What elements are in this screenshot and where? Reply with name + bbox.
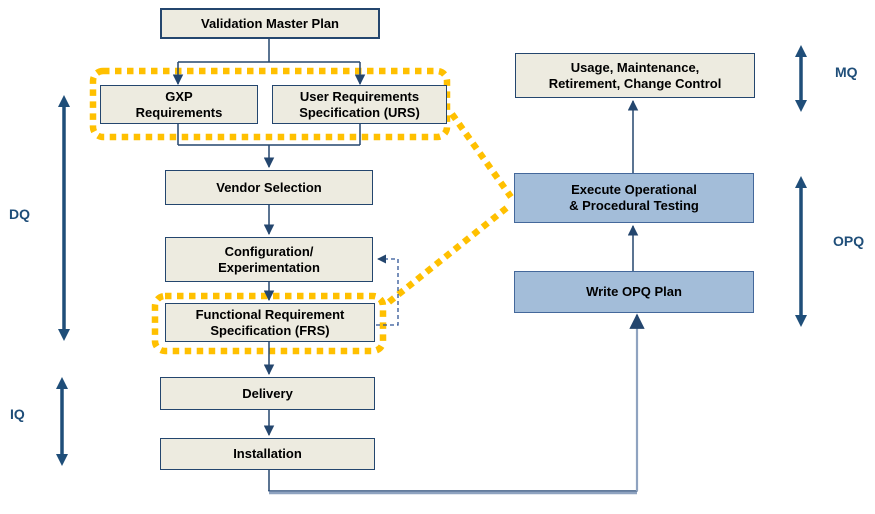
feedback-arrow-frs-to-config [376,254,399,326]
iq-span-arrow [56,377,68,466]
node-execute-operational-testing: Execute Operational & Procedural Testing [514,173,754,223]
node-delivery: Delivery [160,377,375,410]
phase-label-dq: DQ [9,206,30,222]
mq-span-arrow [795,45,807,112]
node-installation: Installation [160,438,375,470]
opq-span-arrow [795,176,807,327]
node-gxp-requirements: GXP Requirements [100,85,258,124]
phase-label-mq: MQ [835,64,858,80]
node-write-opq-plan: Write OPQ Plan [514,271,754,313]
phase-label-iq: IQ [10,406,25,422]
dq-span-arrow [58,95,70,341]
node-configuration-experimentation: Configuration/ Experimentation [165,237,373,282]
highlight-group-gxp-urs [89,67,451,141]
node-user-requirements-specification: User Requirements Specification (URS) [272,85,447,124]
phase-label-opq: OPQ [833,233,865,249]
highlight-link-urs-to-execute [449,112,514,199]
node-usage-maintenance-retirement: Usage, Maintenance, Retirement, Change C… [515,53,755,98]
node-validation-master-plan: Validation Master Plan [160,8,380,39]
edge-vmp-split [178,39,360,63]
highlight-link-frs-to-execute [386,203,512,305]
node-functional-requirement-specification: Functional Requirement Specification (FR… [165,303,375,342]
node-vendor-selection: Vendor Selection [165,170,373,205]
